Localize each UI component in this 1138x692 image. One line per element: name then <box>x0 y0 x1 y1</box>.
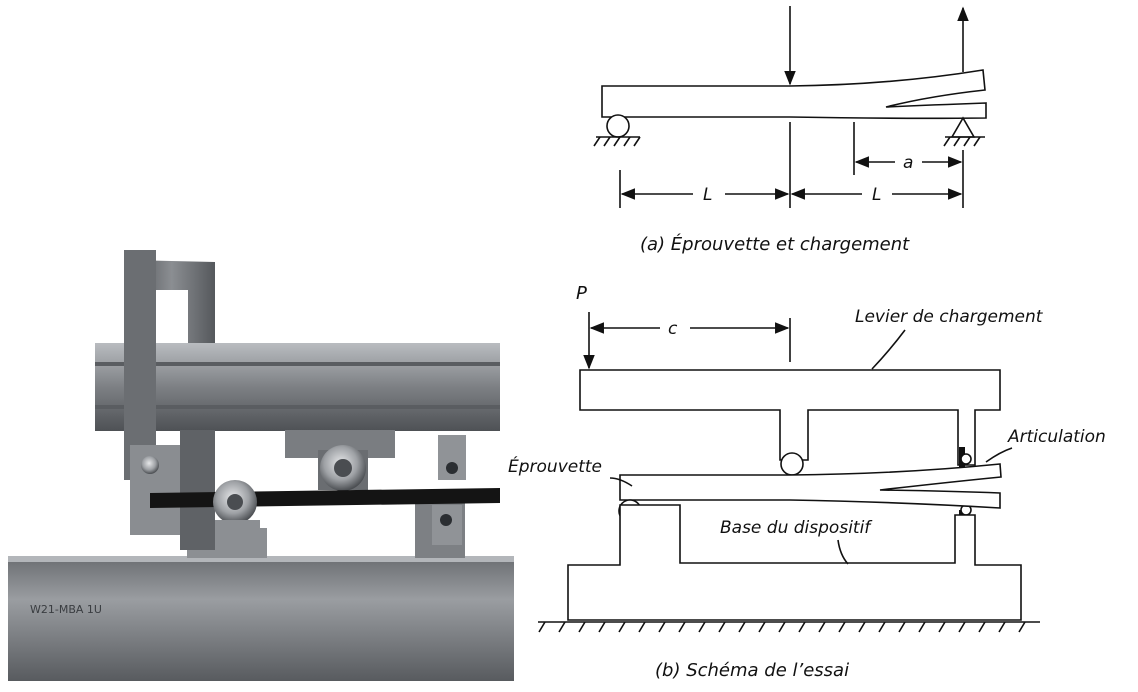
panel-a-label-l-left: L <box>703 185 712 205</box>
panel-b-label-c: c <box>668 319 678 339</box>
photo-vertical-plate <box>124 250 156 480</box>
panel-b-label-lever: Levier de chargement <box>855 307 1044 327</box>
panel-a-pin-support <box>950 116 976 138</box>
panel-b-lever <box>579 369 1001 466</box>
panel-b-caption: (b) Schéma de l’essai <box>655 660 849 681</box>
photo-loading-arm <box>95 343 500 431</box>
panel-a-label-l-right: L <box>872 185 881 205</box>
panel-a-caption: (a) Éprouvette et chargement <box>640 233 910 255</box>
fixture-photo: W21-MBA 1U <box>8 250 514 681</box>
photo-pivot-pin <box>141 456 159 474</box>
panel-a-label-a: a <box>903 153 913 173</box>
photo-base-block <box>8 556 514 681</box>
panel-a-beam <box>601 69 987 120</box>
panel-b-specimen <box>619 463 1002 509</box>
photo-engraving: W21-MBA 1U <box>30 603 102 616</box>
panel-b-base <box>567 504 1022 621</box>
panel-b-label-base: Base du dispositif <box>720 518 873 538</box>
panel-a-diagram: L L a (a) Éprouvette et chargement <box>593 6 987 255</box>
panel-b-label-specimen: Éprouvette <box>508 455 602 477</box>
panel-b-load-roller <box>780 452 804 476</box>
panel-a-roller-support <box>606 114 630 138</box>
panel-b-label-p: P <box>576 283 587 304</box>
panel-b-label-hinge: Articulation <box>1007 427 1106 447</box>
panel-b-diagram: P c Levier de chargement Articulation Ép… <box>508 283 1106 681</box>
